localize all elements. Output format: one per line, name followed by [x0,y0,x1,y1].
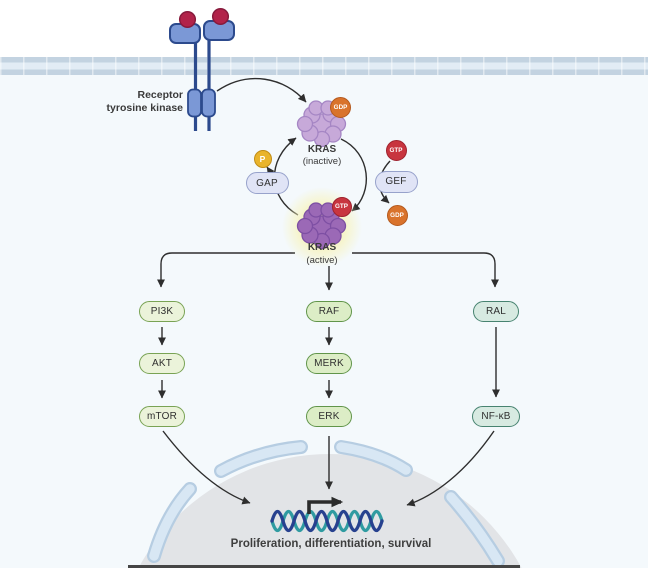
arrow-branch-right [352,252,500,288]
nfkb-pill: NF-κB [472,406,520,427]
erk-pill: ERK [306,406,352,427]
gef-pill: GEF [374,170,418,193]
kras-inactive-name: KRAS [307,143,337,155]
nuclear-envelope-segments [147,440,505,568]
gtp-badge-in: GTP [385,139,407,161]
gdp-badge-inactive: GDP [330,97,351,118]
dna-helix [270,509,384,533]
mtor-pill: mTOR [139,406,185,427]
arrow-cycle-right [340,138,368,212]
ligand-ball-right [211,7,230,26]
outcome-text: Proliferation, differentiation, survival [230,537,432,550]
phosphate-badge: P [253,149,272,168]
pi3k-pill: PI3K [139,301,185,322]
receptor-label-line2: tyrosine kinase [106,102,183,114]
kras-active-state: (active) [306,254,338,266]
arrow-nfkb-nucleus [406,430,495,507]
gdp-badge-out: GDP [386,205,408,226]
kinase-domain-right [201,88,216,118]
raf-pill: RAF [306,301,352,322]
merk-pill: MERK [306,353,352,374]
gtp-badge-active: GTP [331,196,352,217]
transcription-arrow [307,496,344,514]
kras-inactive-state: (inactive) [302,156,342,167]
arrow-mtor-nucleus [162,430,251,505]
gap-pill: GAP [245,172,289,194]
ral-pill: RAL [473,301,519,322]
cell-membrane [0,57,648,75]
receptor-label-line1: Receptor [137,88,183,101]
akt-pill: AKT [139,353,185,374]
kras-inactive-label: KRAS (inactive) [272,144,372,169]
arrow-branch-left [156,252,295,288]
receptor-tyrosine-kinase [169,7,235,131]
receptor-label: Receptor tyrosine kinase [76,89,183,116]
arrow-receptor-to-kras [216,78,307,103]
bottom-crop-line [128,565,520,568]
kras-active-name: KRAS [307,242,337,253]
kras-active-label: KRAS (active) [272,242,372,267]
ligand-ball-left [178,10,197,29]
kinase-domain-left [187,88,202,118]
